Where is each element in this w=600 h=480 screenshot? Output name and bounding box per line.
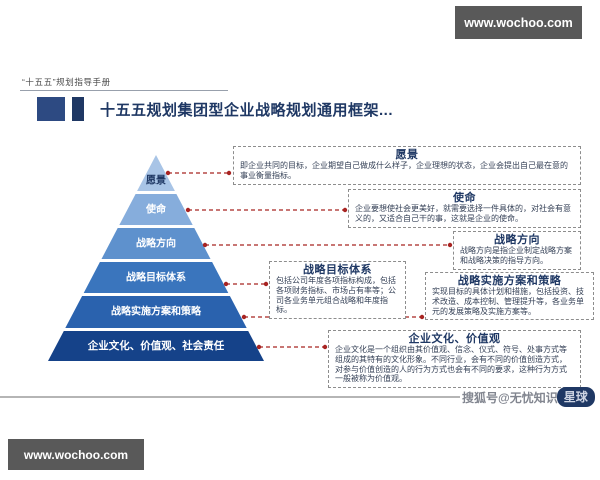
pyramid-level-vision [137, 155, 175, 191]
connector-dot [185, 207, 191, 213]
annotation-goals: 战略目标体系 包括公司年度各项指标构成，包括各项财务指标、市场占有率等；公司各业… [269, 261, 406, 320]
pyramid-level-implementation [65, 296, 247, 328]
pyramid-label-goals: 战略目标体系 [126, 271, 186, 284]
header-divider [20, 90, 228, 91]
annotation-culture: 企业文化、价值观 企业文化是一个组织由其价值观、信念、仪式、符号、处事方式等组成… [328, 330, 581, 389]
annotation-body: 企业要想使社会更美好，就需要选择一件具体的，对社会有意义的，又适合自己干的事，这… [355, 204, 571, 223]
connector-dot [241, 314, 247, 320]
annotation-title: 战略方向 [494, 234, 540, 246]
connector-dot [322, 344, 328, 350]
sohu-watermark-badge: 星球 [556, 387, 595, 407]
connector-dot [342, 207, 348, 213]
connector-dot [202, 242, 208, 248]
connector-dot [226, 170, 232, 176]
annotation-vision: 愿景 即企业共同的目标，企业期望自己做成什么样子，企业理想的状态，企业会提出自己… [233, 146, 581, 185]
annotation-title: 战略目标体系 [303, 264, 372, 276]
pyramid-label-vision: 愿景 [146, 175, 166, 187]
annotation-direction: 战略方向 战略方向是指企业制定战略方案和战略决策的指导方向。 [453, 231, 581, 270]
title-bar-icon [72, 97, 84, 121]
annotation-title: 愿景 [395, 149, 419, 161]
annotation-mission: 使命 企业要想使社会更美好，就需要选择一件具体的，对社会有意义的，又适合自己干的… [348, 189, 581, 228]
pyramid-label-direction: 战略方向 [136, 237, 176, 250]
annotation-implementation: 战略实施方案和策略 实现目标的具体计划和措施，包括投资、技术改造、成本控制、管理… [425, 272, 594, 321]
pyramid-level-goals [83, 262, 229, 293]
connector-dot [419, 314, 425, 320]
annotation-body: 实现目标的具体计划和措施，包括投资、技术改造、成本控制、管理提升等，各业务单元的… [432, 287, 584, 316]
pyramid-label-mission: 使命 [145, 203, 167, 216]
sohu-watermark: 搜狐号@无忧知识 星球 [462, 387, 595, 407]
pyramid-label-implementation: 战略实施方案和策略 [111, 305, 202, 318]
page-title: 十五五规划集团型企业战略规划通用框架... [100, 101, 394, 119]
connector-dot [165, 170, 171, 176]
pyramid-label-culture: 企业文化、价值观、社会责任 [87, 339, 225, 352]
sohu-watermark-text: 搜狐号@无忧知识 [462, 390, 558, 405]
title-square-icon [37, 97, 65, 121]
pyramid-level-direction [101, 228, 211, 259]
connector-dot [447, 242, 453, 248]
top-watermark-bar: www.wochoo.com [455, 6, 582, 39]
pyramid-level-mission [119, 194, 193, 225]
annotation-body: 包括公司年度各项指标构成，包括各项财务指标、市场占有率等；公司各业务单元组合战略… [276, 276, 396, 315]
pyramid-level-culture [48, 331, 264, 361]
connector-dot [263, 281, 269, 287]
title-row: 十五五规划集团型企业战略规划通用框架... [37, 97, 393, 121]
bottom-watermark-bar: www.wochoo.com [8, 439, 144, 470]
connector-dot [223, 281, 229, 287]
connector-dot [256, 344, 262, 350]
annotation-title: 战略实施方案和策略 [457, 275, 562, 287]
handbook-label: “十五五”规划指导手册 [22, 77, 111, 87]
footer-divider [0, 396, 460, 398]
annotation-title: 使命 [453, 192, 476, 204]
annotation-body: 企业文化是一个组织由其价值观、信念、仪式、符号、处事方式等组成的其特有的文化形象… [335, 345, 567, 384]
annotation-title: 企业文化、价值观 [408, 333, 501, 345]
annotation-body: 战略方向是指企业制定战略方案和战略决策的指导方向。 [460, 246, 572, 265]
annotation-body: 即企业共同的目标，企业期望自己做成什么样子，企业理想的状态，企业会提出自己最在意… [240, 161, 568, 180]
